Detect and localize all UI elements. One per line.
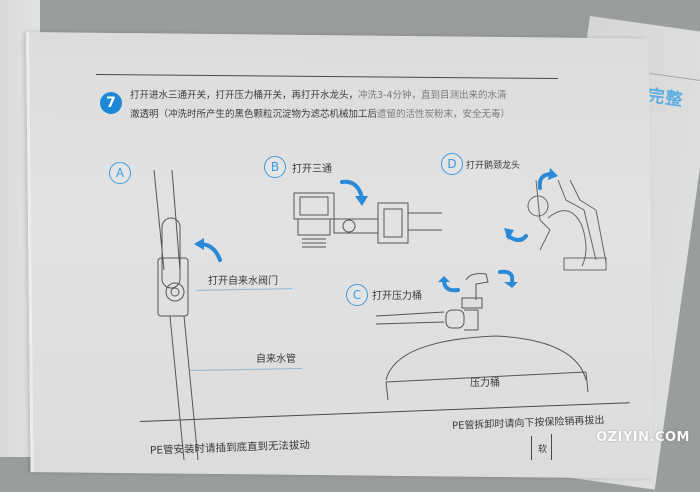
- step-text: 打开进水三通开关，打开压力桶开关，再打开水龙头，冲洗3-4分钟，直到目测出来的水…: [130, 86, 570, 124]
- pipe-label: 自来水管: [256, 354, 296, 365]
- rotate-arrow-icon: [498, 269, 518, 288]
- watermark: OZIYIN.COM: [596, 430, 690, 445]
- rotate-arrow-icon: [504, 228, 528, 242]
- rotate-arrow-icon: [194, 238, 222, 262]
- step-number-badge: 7: [100, 92, 122, 114]
- pressure-tank-label: 压力桶: [470, 378, 500, 389]
- gooseneck-faucet-drawing: [527, 179, 607, 271]
- marker-a: A: [109, 162, 131, 184]
- pressure-tank-open-label: 打开压力桶: [372, 291, 422, 302]
- soft-tube-label: 软: [538, 445, 548, 455]
- valve-label: 打开自来水阀门: [208, 276, 278, 287]
- faucet-label: 打开鹅颈龙头: [466, 161, 521, 171]
- pressure-tank-drawing: [375, 273, 589, 401]
- step-line2-main: 澈透明（冲洗时所产生的黑色颗粒沉淀物为滤芯机械加工后: [130, 109, 378, 120]
- rotate-arrow-icon: [340, 179, 368, 206]
- marker-d: D: [441, 153, 463, 175]
- next-page-title: 完整: [646, 85, 685, 111]
- step-line1-note: 冲洗3-4分钟，直到目测出来的水清: [358, 90, 507, 101]
- rotate-arrow-icon: [537, 168, 558, 190]
- tube-line-left: [531, 436, 532, 460]
- marker-b: B: [264, 156, 286, 178]
- tee-valve-label: 打开三通: [292, 164, 332, 175]
- water-pipe-valve-drawing: [153, 169, 199, 461]
- step-line1-main: 打开进水三通开关，打开压力桶开关，再打开水龙头，: [130, 90, 359, 101]
- tee-valve-drawing: [293, 192, 442, 248]
- marker-c: C: [346, 284, 368, 306]
- tube-line-right: [551, 434, 552, 460]
- step-line2-note: 遗留的活性炭粉末，安全无毒）: [377, 109, 511, 120]
- rotate-arrow-icon: [438, 276, 460, 293]
